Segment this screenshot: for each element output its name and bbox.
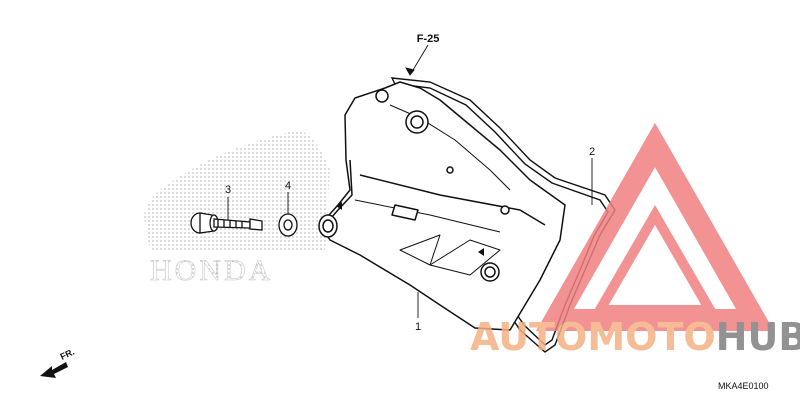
callout-2: 2 — [589, 146, 595, 158]
reference-f25: F-25 — [417, 33, 440, 45]
callout-1: 1 — [415, 321, 421, 333]
bolt-part-3 — [190, 212, 263, 234]
leader-lines — [227, 44, 593, 318]
callout-3: 3 — [225, 184, 231, 196]
automotohub-watermark: AUTOMOTOHUB — [470, 122, 800, 359]
arrow-icon — [40, 362, 68, 378]
front-direction-arrow: FR. — [40, 347, 76, 378]
watermark-text: AUTOMOTOHUB — [470, 315, 800, 359]
front-label: FR. — [59, 347, 76, 362]
callout-4: 4 — [285, 180, 291, 192]
washer-part-4 — [278, 213, 298, 237]
honda-wing-logo: HONDA — [144, 130, 330, 287]
diagram-code: MKA4E0100 — [718, 381, 769, 391]
cylinder-head-cover-part-1 — [318, 81, 566, 331]
honda-logo-text: HONDA — [150, 254, 273, 287]
